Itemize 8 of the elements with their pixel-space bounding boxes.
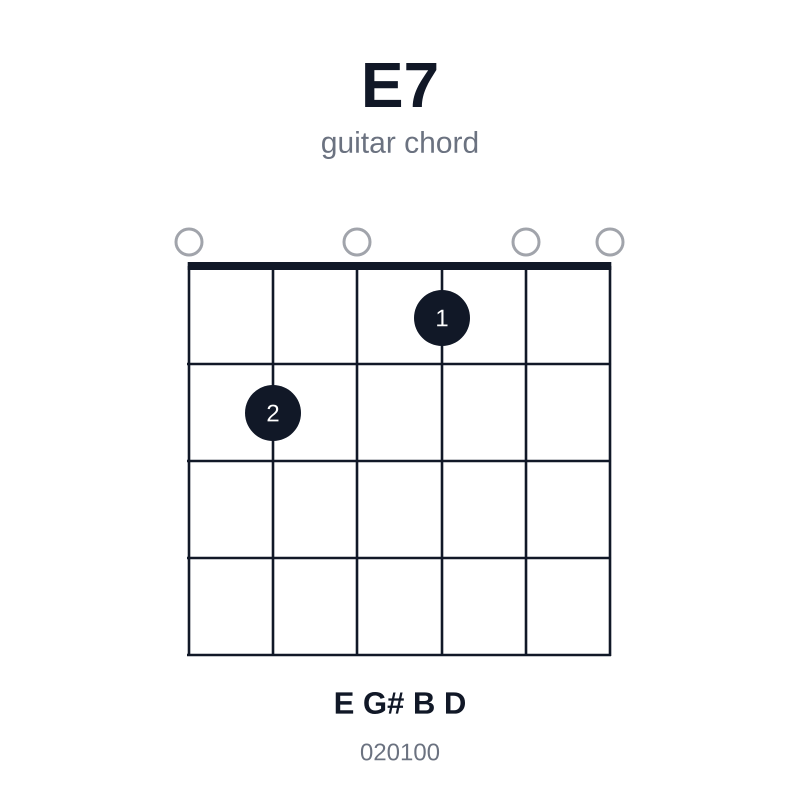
fret-code: 020100: [360, 744, 440, 760]
open-string-marker: [596, 228, 624, 256]
open-string-marker: [512, 228, 540, 256]
subtitle: guitar chord: [322, 131, 478, 159]
chord-title: E7: [365, 62, 436, 108]
chord-notes: E G# B D: [336, 692, 466, 714]
open-string-marker: [174, 228, 204, 256]
open-string-marker: [342, 228, 372, 256]
